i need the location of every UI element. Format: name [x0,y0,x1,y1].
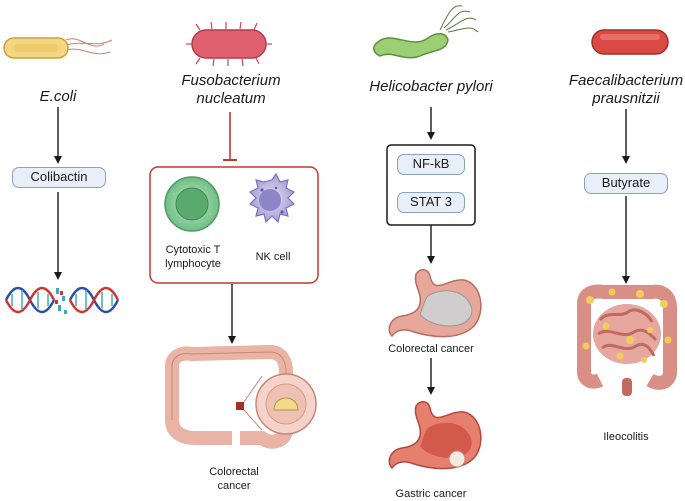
colorectal-cancer-caption-2: Colorectal cancer [388,343,474,355]
faecalibacterium-title-line2: prausnitzii [592,90,660,107]
ecoli-title: E.coli [39,88,77,105]
nk-cell-caption: NK cell [255,251,291,263]
nfkb-label: NF-kB [397,154,465,175]
ileocolitis-caption: Ileocolitis [603,431,649,443]
stat3-label: STAT 3 [397,192,465,213]
colorectal-caption-line2: cancer [217,480,251,492]
h-pylori-title: Helicobacter pylori [369,78,493,95]
gastric-cancer-caption: Gastric cancer [395,488,467,500]
fusobacterium-title-line2: nucleatum [196,90,266,107]
stomach-icon [388,269,482,338]
fusobacterium-title-line1: Fusobacterium [181,72,281,89]
t-cell-caption: Cytotoxic T lymphocyte [154,243,232,271]
butyrate-label: Butyrate [584,173,668,194]
t-cell-icon [164,176,220,232]
fusobacterium-title: Fusobacterium nucleatum [160,72,302,108]
t-cell-caption-line2: lymphocyte [165,258,221,270]
fusobacterium-icon [186,21,272,67]
t-cell-caption-line1: Cytotoxic T [165,244,221,256]
h-pylori-icon [373,5,479,59]
nk-cell-icon [248,172,296,224]
faecalibacterium-title: Faecalibacterium prausnitzii [556,72,685,108]
colon-icon [165,345,317,449]
immune-cell-box [149,166,319,284]
dna-damage-icon [4,286,120,314]
stomach-tumor-icon [388,401,482,470]
colibactin-label: Colibactin [12,167,106,188]
colorectal-caption-line1: Colorectal [209,466,259,478]
faecalibacterium-icon [591,29,669,55]
ecoli-bacterium-icon [3,37,113,59]
colorectal-cancer-caption-1: Colorectal cancer [198,465,270,493]
faecalibacterium-title-line1: Faecalibacterium [568,72,684,89]
intestine-icon [577,284,677,396]
